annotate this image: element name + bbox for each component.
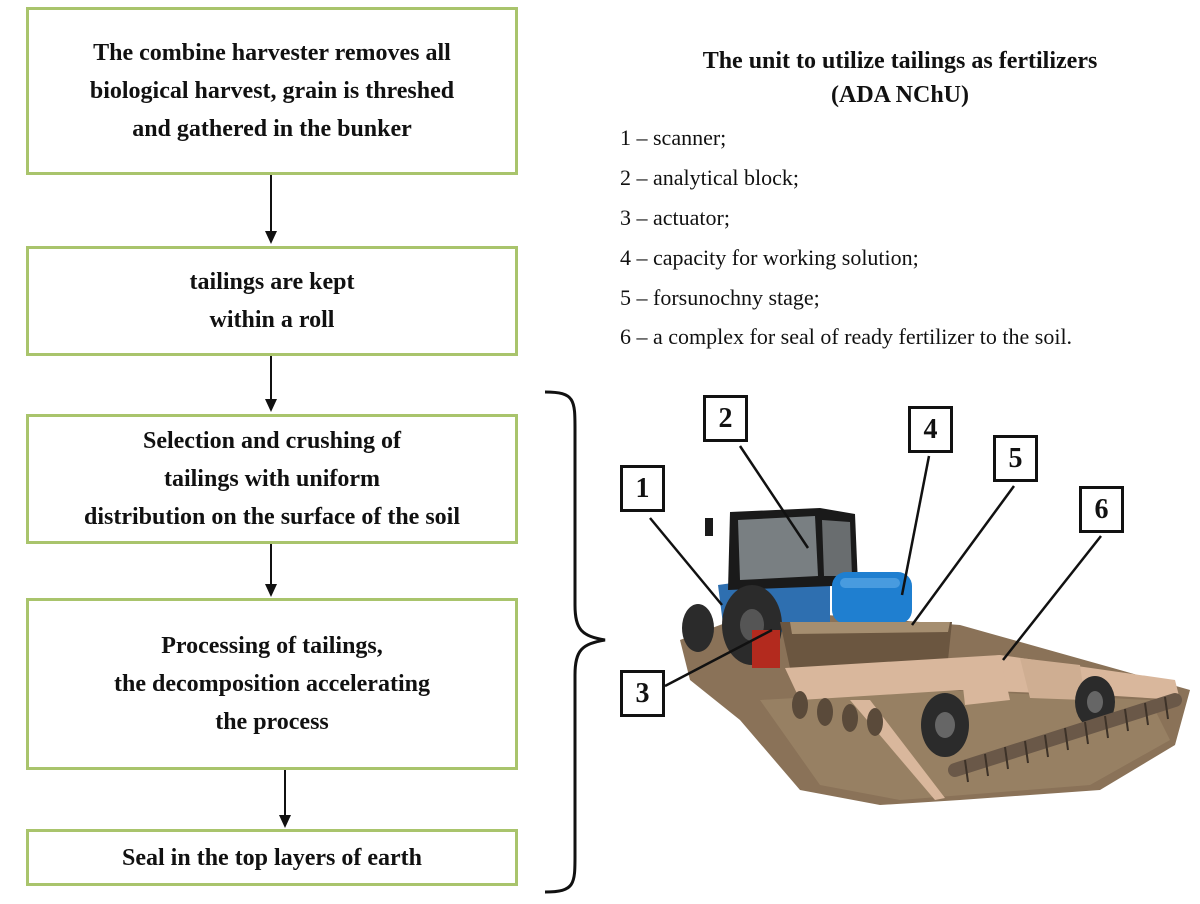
callout-1: 1 bbox=[620, 465, 665, 512]
curly-brace bbox=[544, 390, 606, 894]
leader-1 bbox=[649, 517, 723, 606]
legend-item: 5 – forsunochny stage; bbox=[620, 285, 820, 310]
flow-step-harvest-text: The combine harvester removes all biolog… bbox=[89, 40, 455, 142]
leader-2 bbox=[738, 445, 810, 549]
arrow-1-line bbox=[270, 175, 272, 231]
machine-illustration bbox=[680, 508, 1190, 805]
callout-5: 5 bbox=[993, 435, 1038, 482]
arrow-3-head bbox=[265, 584, 277, 597]
actuator-unit bbox=[752, 630, 780, 668]
leader-6 bbox=[1002, 535, 1102, 661]
leader-5 bbox=[910, 485, 1016, 626]
callout-4: 4 bbox=[908, 406, 953, 453]
callout-6: 6 bbox=[1079, 486, 1124, 533]
callout-2: 2 bbox=[703, 395, 748, 442]
unit-title: The unit to utilize tailings as fertiliz… bbox=[600, 44, 1200, 112]
arrow-4-head bbox=[279, 815, 291, 828]
legend-item: 4 – capacity for working solution; bbox=[620, 245, 919, 270]
unit-title-line2: (ADA NChU) bbox=[831, 82, 969, 108]
leader-4 bbox=[900, 455, 931, 596]
flow-step-seal-text: Seal in the top layers of earth bbox=[122, 844, 422, 871]
callout-3: 3 bbox=[620, 670, 665, 717]
component-legend: 1 – scanner; 2 – analytical block; 3 – a… bbox=[620, 118, 1184, 356]
legend-item: 1 – scanner; bbox=[620, 125, 727, 150]
arrow-2-head bbox=[265, 399, 277, 412]
arrow-1-head bbox=[265, 231, 277, 244]
legend-item: 6 – a complex for seal of ready fertiliz… bbox=[620, 324, 1073, 349]
leader-3 bbox=[664, 628, 773, 688]
flow-step-processing: Processing of tailings, the decompositio… bbox=[26, 598, 518, 770]
arrow-2-line bbox=[270, 356, 272, 400]
flow-step-processing-text: Processing of tailings, the decompositio… bbox=[114, 633, 430, 735]
tractor-front-wheel bbox=[682, 604, 714, 652]
flow-step-harvest: The combine harvester removes all biolog… bbox=[26, 7, 518, 175]
legend-item: 3 – actuator; bbox=[620, 205, 730, 230]
arrow-3-line bbox=[270, 544, 272, 584]
flow-step-crushing-text: Selection and crushing of tailings with … bbox=[83, 428, 460, 530]
flow-step-roll-text: tailings are kept within a roll bbox=[189, 269, 355, 333]
unit-title-line1: The unit to utilize tailings as fertiliz… bbox=[702, 48, 1098, 74]
legend-item: 2 – analytical block; bbox=[620, 165, 799, 190]
arrow-4-line bbox=[284, 770, 286, 815]
flow-step-crushing: Selection and crushing of tailings with … bbox=[26, 414, 518, 544]
flow-step-roll: tailings are kept within a roll bbox=[26, 246, 518, 356]
flow-step-seal: Seal in the top layers of earth bbox=[26, 829, 518, 886]
